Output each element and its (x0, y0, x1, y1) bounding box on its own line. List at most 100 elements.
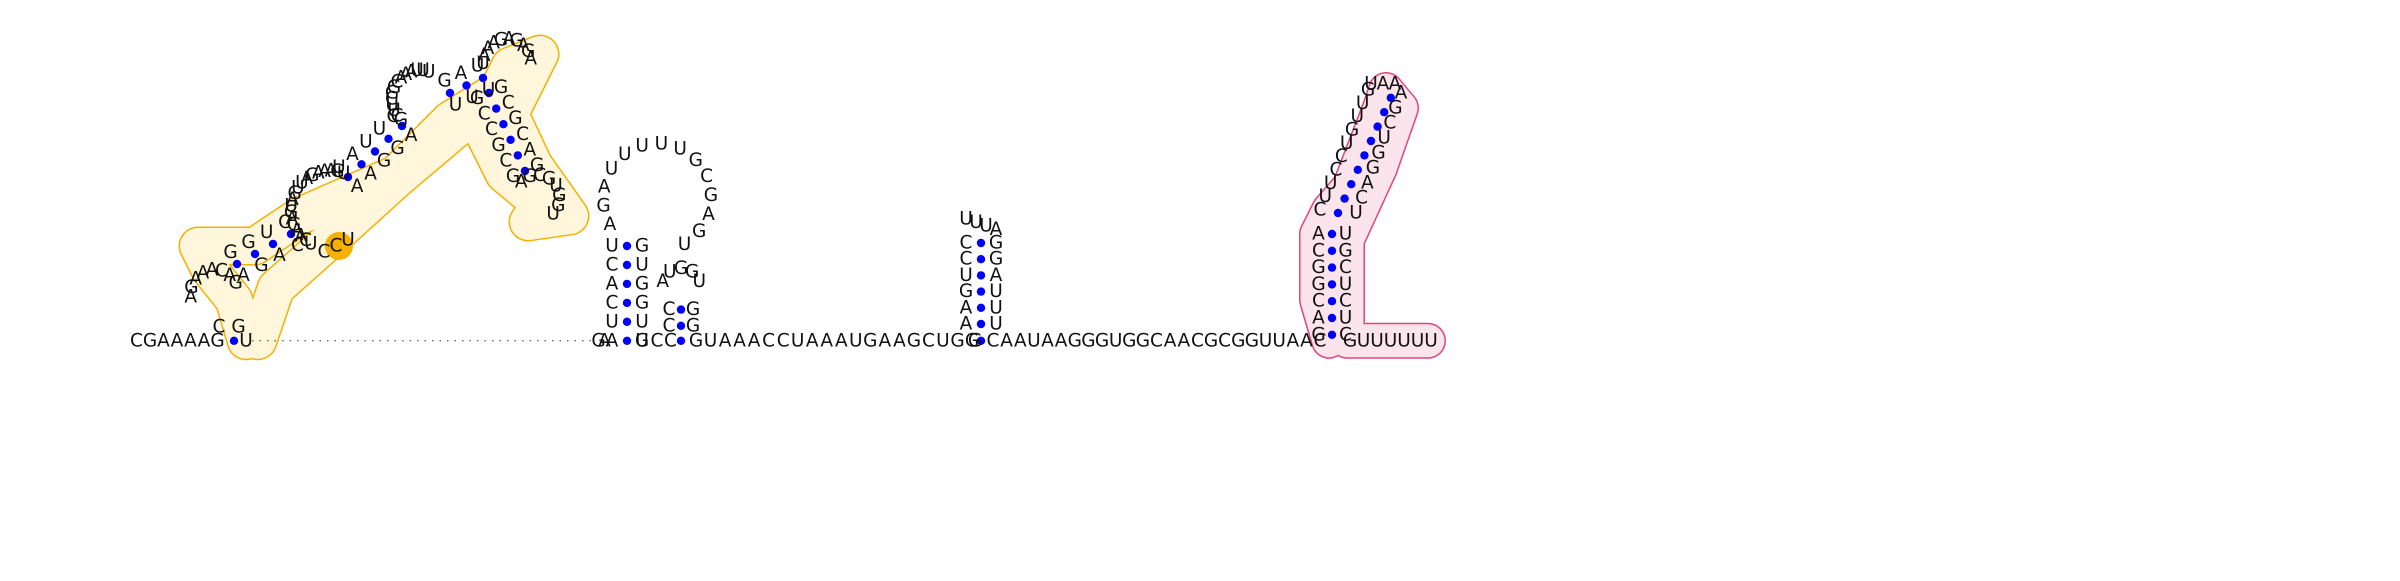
nucleotide-250: U (1384, 330, 1398, 351)
nucleotide-112: U (605, 311, 619, 332)
nucleotide-155: C (777, 330, 790, 351)
nucleotide-218: G (1311, 274, 1325, 295)
nucleotide-244: U (1364, 74, 1378, 95)
nucleotide-43: A (325, 161, 338, 182)
nucleotide-20: G (223, 242, 237, 263)
nucleotide-8: C (213, 317, 226, 338)
nucleotide-74: U (482, 80, 496, 101)
nucleotide-164: G (907, 330, 921, 351)
nucleotide-92: G (491, 135, 505, 156)
nucleotide-128: U (635, 136, 649, 157)
base-pair-dot (229, 336, 239, 345)
nucleotide-181: G (968, 330, 982, 351)
nucleotide-178: C (960, 249, 973, 270)
nucleotide-194: G (1095, 330, 1109, 351)
nucleotide-154: C (762, 330, 775, 351)
nucleotide-149: G (689, 330, 703, 351)
nucleotide-172: A (960, 297, 973, 318)
nucleotide-57: C (390, 105, 403, 126)
nucleotide-225: C (1314, 200, 1327, 221)
nucleotide-46: A (351, 176, 364, 197)
nucleotide-220: G (1311, 257, 1325, 278)
nucleotide-166: U (936, 330, 950, 351)
base-pair-dot (1340, 194, 1349, 203)
nucleotide-134: A (702, 204, 715, 225)
nucleotide-123: A (604, 214, 617, 235)
nucleotide-51: U (359, 131, 373, 152)
nucleotide-187: A (1000, 330, 1013, 351)
nucleotide-19: A (237, 265, 250, 286)
nucleotide-126: U (605, 158, 619, 179)
nucleotide-197: G (1136, 330, 1150, 351)
base-pair-dot (1360, 151, 1369, 160)
nucleotide-140: C (663, 299, 676, 320)
nucleotide-58: U (387, 100, 401, 121)
base-pair-dot (343, 172, 353, 182)
nucleotide-221: G (1338, 240, 1352, 261)
nucleotide-227: U (1324, 173, 1338, 194)
nucleotide-209: A (1300, 330, 1313, 351)
nucleotide-115: G (635, 273, 649, 294)
nucleotide-45: U (337, 163, 351, 184)
nucleotide-145: U (693, 271, 707, 292)
nucleotide-87: G (494, 77, 508, 98)
nucleotide-127: U (618, 144, 632, 165)
base-pair-dot (499, 120, 508, 129)
nucleotide-26: C (278, 212, 291, 233)
nucleotide-195: U (1109, 330, 1123, 351)
nucleotide-167: G (950, 330, 964, 351)
nucleotide-189: U (1027, 330, 1041, 351)
nucleotide-99: G (523, 166, 537, 187)
nucleotide-11: G (229, 272, 243, 293)
nucleotide-79: A (487, 33, 500, 54)
nucleotide-65: A (399, 64, 412, 85)
nucleotide-173: U (989, 281, 1003, 302)
nucleotide-94: C (499, 150, 512, 171)
nucleotide-49: A (346, 144, 359, 165)
nucleotide-110: A (606, 330, 619, 351)
nucleotide-52: G (390, 138, 404, 159)
nucleotide-130: U (673, 139, 687, 160)
nucleotide-211: C (1339, 324, 1352, 345)
nucleotide-47: U (332, 157, 346, 178)
nucleotide-121: G (591, 330, 605, 351)
nucleotide-84: G (521, 41, 535, 62)
nucleotide-34: U (284, 195, 298, 216)
base-pair-dot (676, 321, 686, 330)
nucleotide-33: G (284, 202, 298, 223)
nucleotide-226: U (1319, 186, 1333, 207)
nucleotide-35: A (286, 189, 299, 210)
nucleotide-56: G (394, 110, 408, 131)
nucleotide-230: U (1340, 133, 1354, 154)
nucleotide-54: A (405, 125, 418, 146)
nucleotide-139: G (686, 299, 700, 320)
nucleotide-122: A (598, 330, 611, 351)
nucleotide-132: C (700, 166, 713, 187)
nucleotide-216: C (1312, 291, 1325, 312)
nucleotide-240: U (1377, 128, 1391, 149)
nucleotide-136: U (678, 234, 692, 255)
base-pair-dot (976, 238, 986, 248)
base-pair-dot (976, 271, 986, 280)
nucleotide-13: C (215, 261, 228, 282)
nucleotide-91: G (508, 108, 522, 129)
base-pair-dot (492, 104, 501, 113)
nucleotide-203: C (1218, 330, 1231, 351)
nucleotide-152: A (733, 330, 746, 351)
base-pair-dot (478, 73, 488, 83)
nucleotide-119: G (635, 236, 649, 257)
nucleotide-53: U (373, 119, 387, 140)
nucleotide-32: A (286, 208, 299, 229)
nucleotide-204: G (1231, 330, 1245, 351)
nucleotide-192: G (1068, 330, 1082, 351)
nucleotide-171: U (989, 297, 1003, 318)
base-pair-dot (622, 260, 632, 270)
base-pair-dot (622, 317, 632, 326)
nucleotide-116: A (606, 273, 619, 294)
base-pair-dot (357, 160, 366, 169)
base-pair-dot (1327, 229, 1337, 239)
nucleotide-190: A (1041, 330, 1054, 351)
base-pair-dot (1380, 108, 1389, 117)
nucleotide-174: G (959, 281, 973, 302)
